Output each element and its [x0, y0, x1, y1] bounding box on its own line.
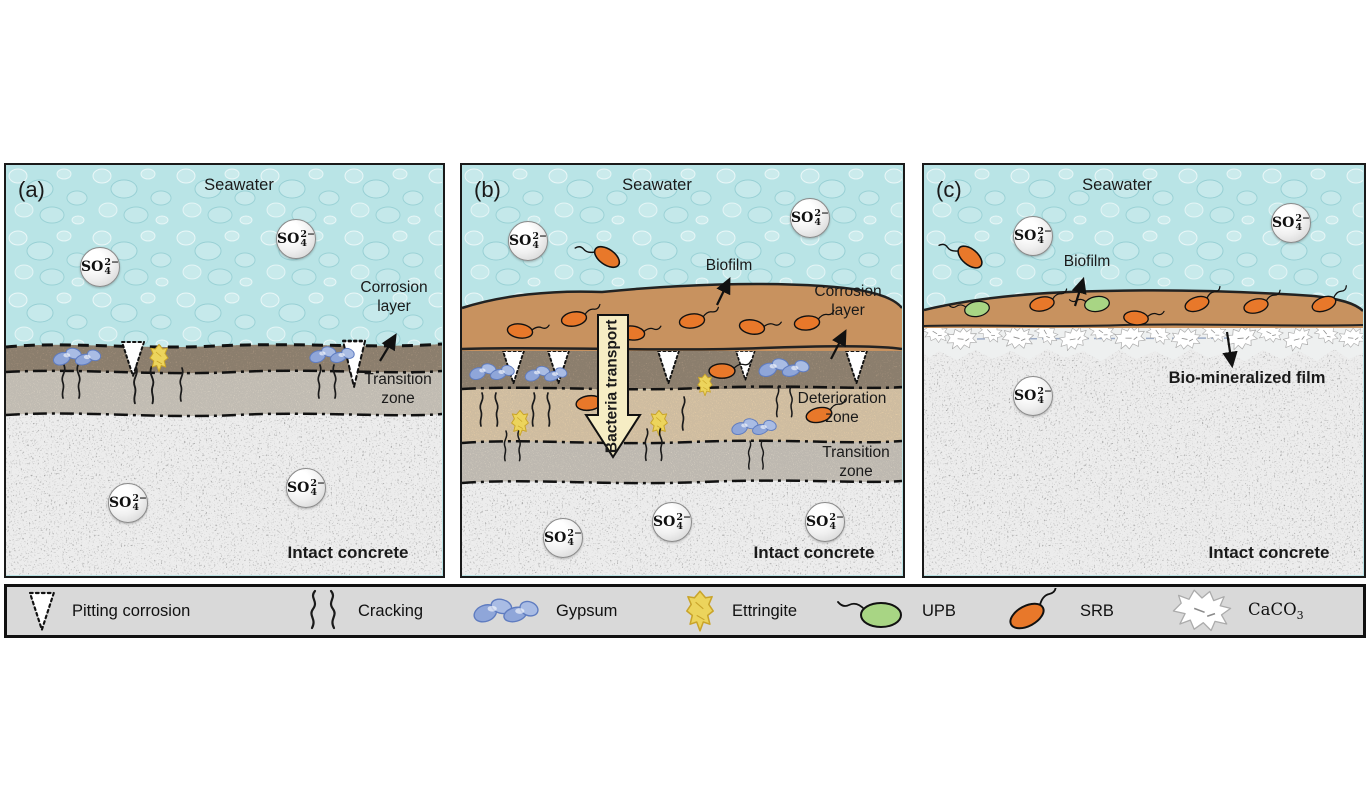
bacteria-transport-label: Bacteria transport: [603, 319, 621, 454]
cracking-icon: [310, 589, 336, 630]
seawater-label: Seawater: [622, 176, 692, 194]
panel-c-graphic: [924, 165, 1363, 575]
panel-a: (a) Seawater Corrosion layer Transition …: [4, 163, 445, 578]
intact-concrete-label: Intact concrete: [753, 543, 875, 562]
legend-label: UPB: [922, 601, 956, 620]
seawater-label: Seawater: [1082, 176, 1152, 194]
legend-item-ettringite: Ettringite: [683, 587, 797, 635]
biofilm-label: Biofilm: [705, 257, 753, 274]
annotation-arrow: [379, 333, 397, 362]
legend-item-caco3: CaCO3: [1171, 587, 1304, 635]
legend-item-srb: SRB: [1001, 587, 1114, 635]
transition-zone-label: Transition zone: [364, 371, 432, 407]
legend-bar: Pitting corrosion Cracking Gypsum Ettrin…: [4, 584, 1366, 638]
legend-item-gypsum: Gypsum: [471, 587, 617, 635]
legend-item-pitting-corrosion: Pitting corrosion: [27, 587, 190, 635]
annotation-arrow: [1222, 331, 1238, 369]
panel-a-tag: (a): [18, 177, 45, 202]
transition-zone-label: Transition zone: [822, 444, 890, 480]
deterioration-zone-label: Deterioration zone: [797, 390, 887, 426]
legend-label: CaCO3: [1248, 600, 1304, 622]
corrosion-layer-label: Corrosion layer: [360, 279, 428, 315]
annotation-arrow: [830, 329, 847, 360]
legend-label: Cracking: [358, 601, 424, 620]
legend-item-upb: UPB: [837, 587, 956, 635]
legend-label: Pitting corrosion: [72, 601, 191, 620]
ettringite-icon: [686, 590, 714, 632]
biofilm-label: Biofilm: [1063, 253, 1111, 270]
caco3-icon: [1172, 589, 1232, 632]
legend-item-cracking: Cracking: [303, 587, 423, 635]
seawater-label: Seawater: [204, 176, 274, 194]
legend-label: Ettringite: [732, 601, 798, 620]
legend-label: SRB: [1080, 601, 1114, 620]
annotation-arrow: [1071, 276, 1087, 307]
srb-icon: [1003, 588, 1065, 634]
annotation-arrow: [716, 277, 731, 306]
panel-c-tag: (c): [936, 177, 962, 202]
panel-a-graphic: [6, 165, 442, 575]
gypsum-icon: [471, 596, 541, 626]
upb-icon: [837, 601, 902, 628]
legend-label: Gypsum: [556, 601, 618, 620]
pitting-corrosion-icon: [28, 591, 55, 631]
intact-concrete-label: Intact concrete: [1208, 543, 1330, 562]
bacteria-transport-arrow: [584, 314, 642, 459]
corrosion-layer-label: Corrosion layer: [814, 283, 882, 319]
intact-concrete-label: Intact concrete: [287, 543, 409, 562]
biomineralized-film-label: Bio-mineralized film: [1168, 369, 1326, 387]
panel-b: (b) Seawater Biofilm Corrosion layer Bac…: [460, 163, 905, 578]
panel-b-tag: (b): [474, 177, 501, 202]
panel-c: (c) Seawater Biofilm Bio-mineralized fil…: [922, 163, 1366, 578]
